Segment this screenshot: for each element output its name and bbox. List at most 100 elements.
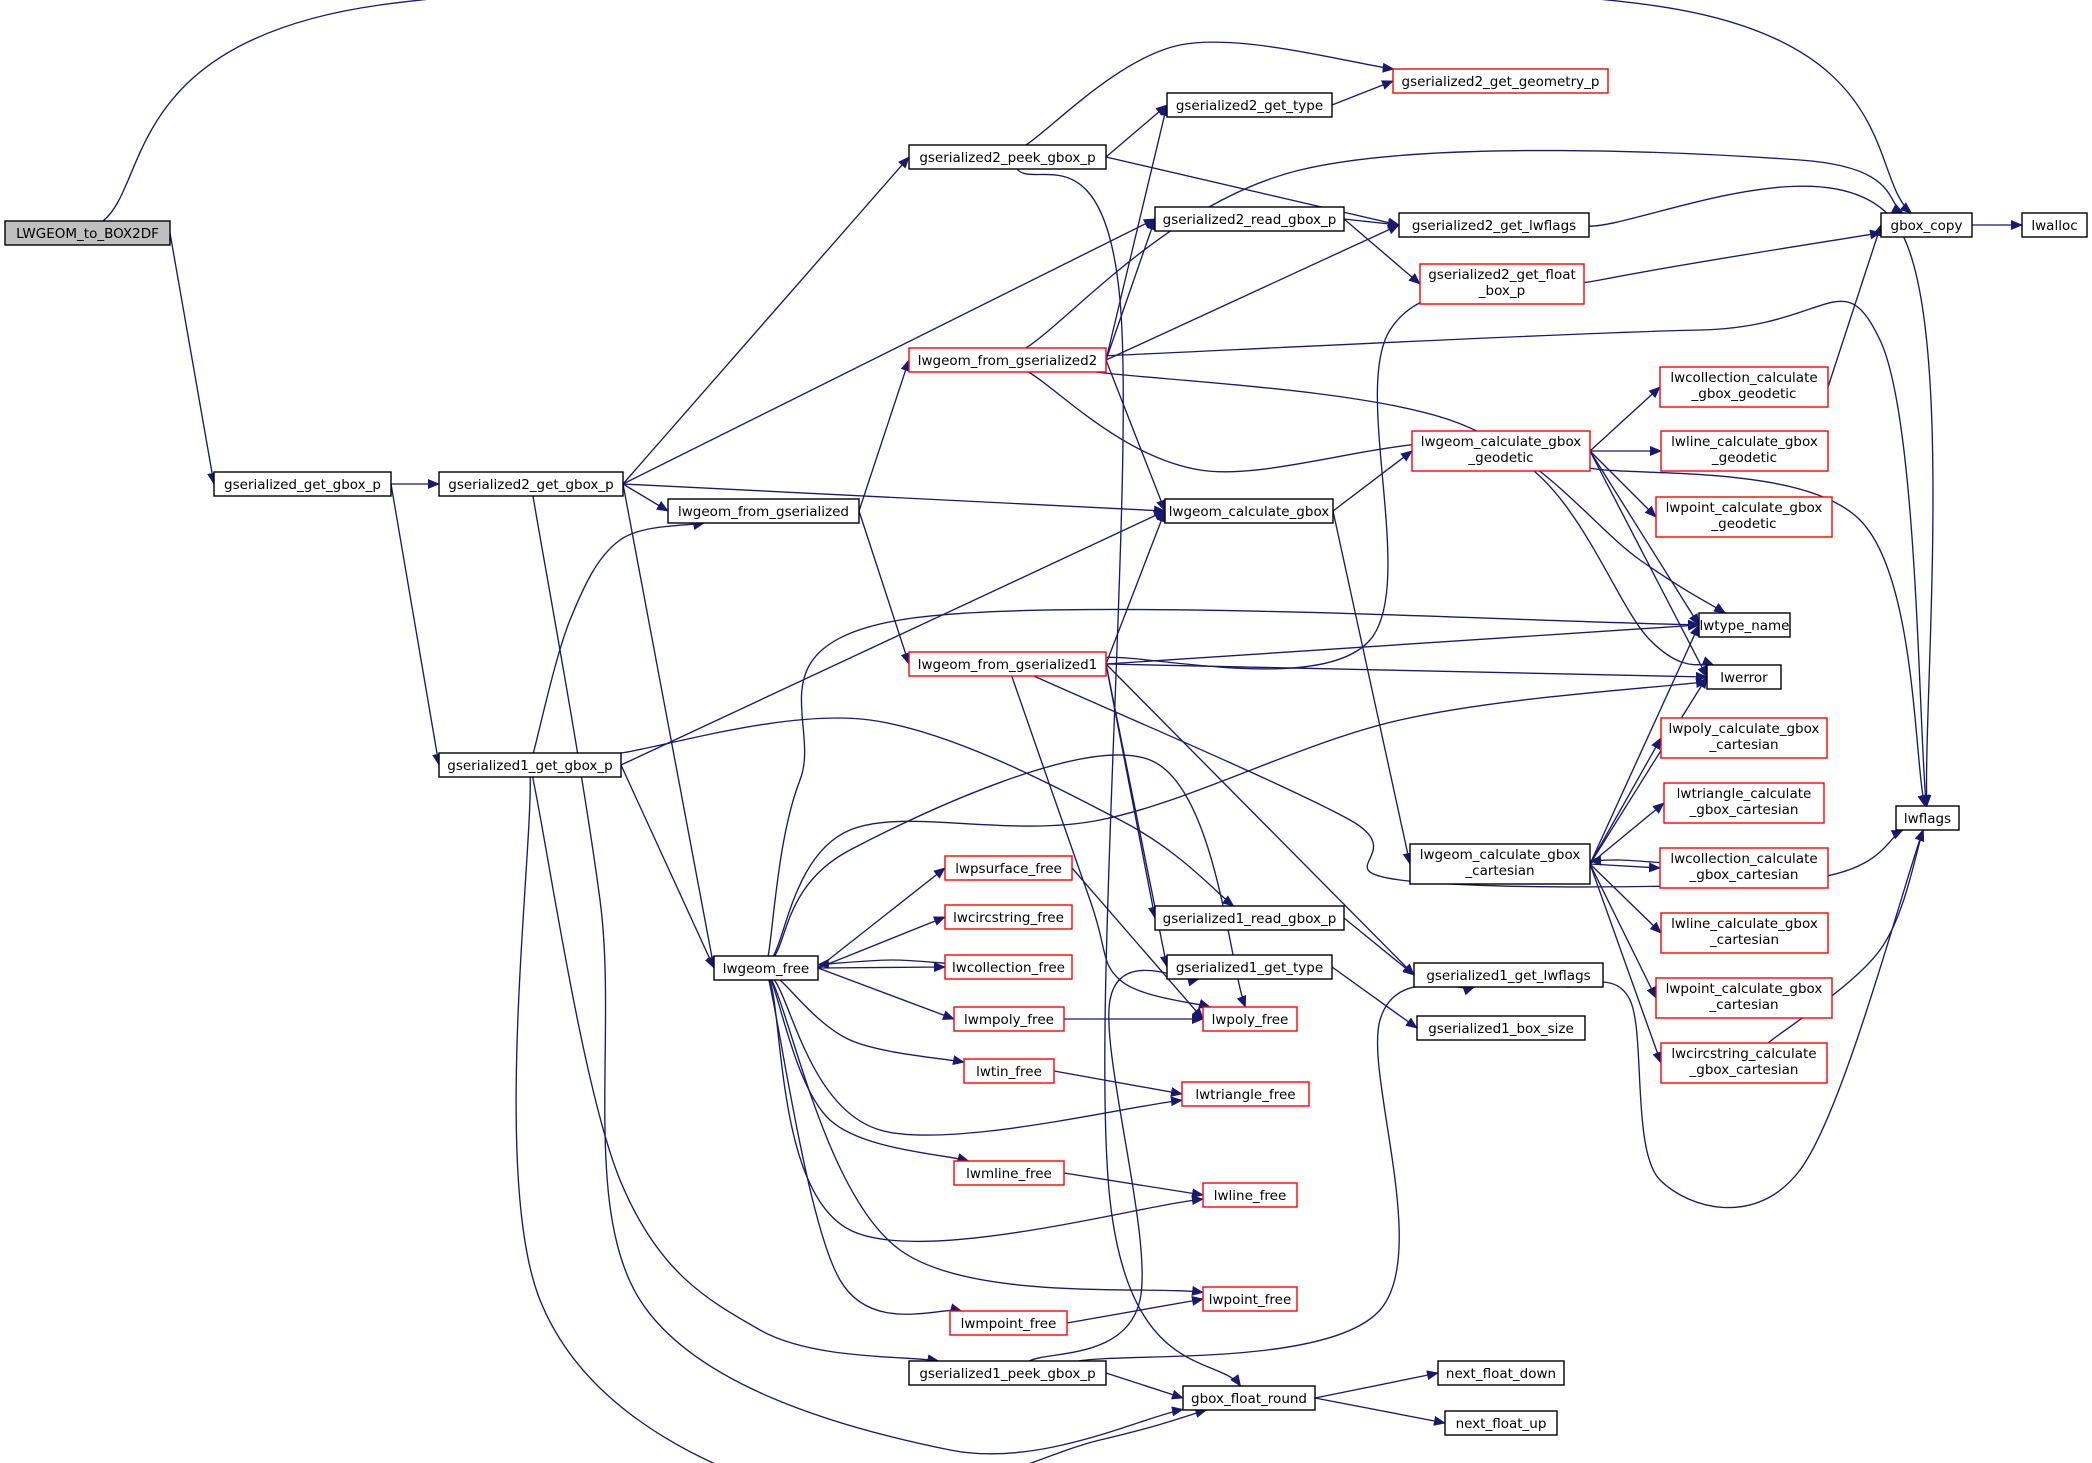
edge-lwgeom_calc_gbox_cart-to-lwpoint_gbox_cart [1589, 863, 1657, 999]
node-gbox-float-round[interactable]: gbox_float_round [1182, 1385, 1316, 1411]
node-lwflags[interactable]: lwflags [1895, 805, 1960, 831]
edge-lwgeom_free-to-lwcollection_free [817, 962, 946, 973]
edge-gser2_peek-to-gser2_get_type [1105, 104, 1168, 158]
edge-path [1011, 675, 1211, 1009]
edge-path [773, 979, 1183, 1136]
node-lwtri-gbox-cart[interactable]: lwtriangle_calculate_gbox_cartesian [1663, 782, 1825, 824]
node-lwtriangle-free[interactable]: lwtriangle_free [1181, 1081, 1310, 1107]
node-label: lwpoint_calculate_gbox [1666, 500, 1823, 516]
node-lwline-gbox-geo[interactable]: lwline_calculate_gbox_geodetic [1660, 430, 1829, 472]
node-lwalloc[interactable]: lwalloc [2021, 212, 2088, 238]
node-lwpoint-free[interactable]: lwpoint_free [1202, 1286, 1298, 1312]
edge-path [169, 232, 218, 485]
node-gser-get-gbox[interactable]: gserialized_get_gbox_p [213, 471, 392, 497]
node-lwpoint-gbox-cart[interactable]: lwpoint_calculate_gbox_cartesian [1655, 977, 1833, 1019]
node-lwcollection-free[interactable]: lwcollection_free [944, 954, 1073, 980]
edge-path [1588, 185, 1934, 807]
node-label: lwpsurface_free [955, 861, 1062, 877]
node-lwcoll-gbox-cart[interactable]: lwcollection_calculate_gbox_cartesian [1659, 847, 1829, 889]
node-box [1880, 212, 1973, 238]
node-label: gserialized2_read_gbox_p [1163, 212, 1337, 228]
node-gser2-get-geom[interactable]: gserialized2_get_geometry_p [1392, 68, 1609, 94]
edge-path [1105, 359, 1166, 512]
node-gser2-read-gbox[interactable]: gserialized2_read_gbox_p [1154, 206, 1345, 232]
node-box [1154, 905, 1345, 931]
node-box [908, 1360, 1107, 1386]
node-lwgeom-from-gser[interactable]: lwgeom_from_gserialized [667, 498, 860, 524]
node-label: gserialized1_get_type [1176, 960, 1323, 976]
node-lwpoly-gbox-cart[interactable]: lwpoly_calculate_gbox_cartesian [1660, 717, 1828, 759]
node-lwtin-free[interactable]: lwtin_free [963, 1058, 1055, 1084]
edge-lwgeom_calc_gbox_geodetic-to-lwcoll_gbox_geo [1589, 386, 1661, 452]
node-label: gserialized1_box_size [1428, 1021, 1574, 1037]
node-lwgeom-calc-gbox[interactable]: lwgeom_calculate_gbox [1164, 498, 1334, 524]
node-lwgeom-from-gser1[interactable]: lwgeom_from_gserialized1 [908, 651, 1107, 677]
edge-path [1589, 386, 1661, 452]
edge-layer [102, 0, 2023, 1463]
node-lwtype-name[interactable]: lwtype_name [1698, 612, 1791, 638]
node-lwline-free[interactable]: lwline_free [1202, 1182, 1298, 1208]
edge-path [1105, 510, 1166, 665]
edge-gser2_get_gbox-to-lwgeom_free [622, 483, 717, 969]
node-lwmpoly-free[interactable]: lwmpoly_free [953, 1006, 1065, 1032]
node-lwgeom-calc-gbox-geodetic[interactable]: lwgeom_calculate_gbox_geodetic [1411, 430, 1591, 472]
node-label: lwpoint_calculate_gbox [1666, 981, 1823, 997]
node-lwgeom-free[interactable]: lwgeom_free [713, 955, 819, 981]
node-gbox-copy[interactable]: gbox_copy [1880, 212, 1973, 238]
node-gser1-read-gbox[interactable]: gserialized1_read_gbox_p [1154, 905, 1345, 931]
edge-lwgeom_free-to-lwerror [772, 678, 1708, 957]
node-gser1-get-gbox[interactable]: gserialized1_get_gbox_p [438, 752, 622, 778]
edge-lwgeom_free-to-lwmline_free [770, 979, 970, 1163]
node-gser2-get-float-box[interactable]: gserialized2_get_float_box_p [1419, 263, 1585, 305]
node-lwmline-free[interactable]: lwmline_free [953, 1160, 1065, 1186]
edge-path [1105, 300, 1931, 807]
edge-lwgeom_from_gser1-to-lwerror [1105, 663, 1708, 682]
edge-path [622, 483, 717, 969]
node-box [1154, 206, 1345, 232]
node-label: lwgeom_calculate_gbox [1421, 434, 1582, 450]
node-lwpoint-gbox-geo[interactable]: lwpoint_calculate_gbox_geodetic [1655, 496, 1833, 538]
node-lwgeom-from-gser2[interactable]: lwgeom_from_gserialized2 [908, 347, 1107, 373]
edge-gser_get_gbox-to-gser1_get_gbox [390, 483, 443, 766]
node-label: _cartesian [1708, 997, 1778, 1013]
node-lwcircstring-free[interactable]: lwcircstring_free [944, 904, 1073, 930]
node-lwpoly-free[interactable]: lwpoly_free [1202, 1006, 1298, 1032]
node-lwpsurface-free[interactable]: lwpsurface_free [944, 855, 1073, 881]
node-box [1398, 212, 1590, 238]
node-next-float-up[interactable]: next_float_up [1444, 1410, 1558, 1436]
edge-lwgeom_calc_gbox_cart-to-lwtype_name [1589, 624, 1700, 865]
node-gser2-get-lwflags[interactable]: gserialized2_get_lwflags [1398, 212, 1590, 238]
node-gser2-get-type[interactable]: gserialized2_get_type [1166, 92, 1333, 118]
node-lwmpoint-free[interactable]: lwmpoint_free [949, 1310, 1068, 1336]
edge-gser1_peek-to-gbox_float_round [1105, 1372, 1184, 1400]
node-label: lwgeom_from_gserialized1 [918, 657, 1098, 673]
node-lwline-gbox-cart[interactable]: lwline_calculate_gbox_cartesian [1660, 912, 1829, 954]
edge-gser2_peek-to-gbox_float_round [1016, 168, 1242, 1387]
edge-path [622, 156, 910, 485]
edge-lwmpoint_free-to-lwpoint_free [1066, 1295, 1204, 1324]
node-next-float-down[interactable]: next_float_down [1437, 1360, 1565, 1386]
node-box [1413, 962, 1604, 988]
node-gser1-get-lwflags[interactable]: gserialized1_get_lwflags [1413, 962, 1604, 988]
node-gser1-box-size[interactable]: gserialized1_box_size [1416, 1015, 1586, 1041]
node-root[interactable]: LWGEOM_to_BOX2DF [4, 220, 171, 246]
node-label: next_float_down [1446, 1366, 1556, 1382]
node-gser2-peek[interactable]: gserialized2_peek_gbox_p [908, 144, 1107, 170]
node-box [1411, 430, 1591, 472]
node-label: _cartesian [1464, 863, 1534, 879]
node-box [438, 752, 622, 778]
node-lwerror[interactable]: lwerror [1706, 664, 1782, 690]
node-lwcirc-gbox-cart[interactable]: lwcircstring_calculate_gbox_cartesian [1660, 1042, 1828, 1084]
edge-path [1105, 104, 1168, 158]
node-lwgeom-calc-gbox-cart[interactable]: lwgeom_calculate_gbox_cartesian [1409, 843, 1591, 885]
node-label: lwcollection_free [952, 960, 1065, 976]
node-gser1-peek[interactable]: gserialized1_peek_gbox_p [908, 1360, 1107, 1386]
node-gser1-get-type[interactable]: gserialized1_get_type [1166, 954, 1333, 980]
edge-lwgeom_free-to-lwtriangle_free [773, 979, 1183, 1136]
node-lwcoll-gbox-geo[interactable]: lwcollection_calculate_gbox_geodetic [1659, 366, 1829, 408]
node-label: _geodetic [1711, 450, 1777, 466]
node-label: next_float_up [1456, 1416, 1547, 1432]
edge-path [1827, 224, 1883, 388]
edge-path [1589, 863, 1657, 999]
node-gser2-get-gbox[interactable]: gserialized2_get_gbox_p [438, 471, 624, 497]
